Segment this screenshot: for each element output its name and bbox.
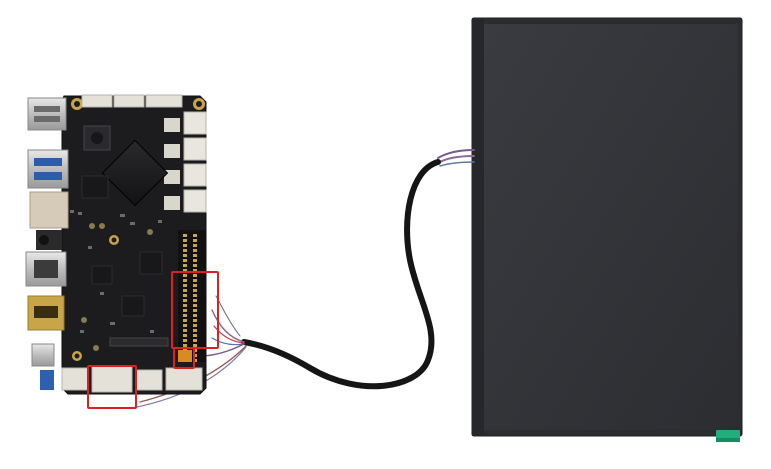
embedded-board <box>25 94 207 395</box>
gpio-pin <box>183 284 187 287</box>
gpio-pin <box>183 274 187 277</box>
gpio-pin <box>193 249 197 252</box>
bottom-connector-1 <box>61 367 89 391</box>
gpio-pin <box>193 339 197 342</box>
cable-wire-b <box>213 325 245 344</box>
soc-chip <box>101 139 169 207</box>
gpio-pin <box>183 269 187 272</box>
gpio-pin <box>193 264 197 267</box>
gpio-pin <box>193 289 197 292</box>
gpio-pin <box>183 329 187 332</box>
gpio-pin <box>183 309 187 312</box>
usb-port-blue <box>27 149 69 189</box>
gpio-pin <box>183 249 187 252</box>
gpio-pin <box>183 259 187 262</box>
gpio-pin <box>183 279 187 282</box>
gpio-pin <box>193 259 197 262</box>
left-ports <box>25 97 69 390</box>
gpio-pin <box>193 344 197 347</box>
cable-wire-a <box>211 309 245 343</box>
display-connector-tab-shade <box>716 438 740 442</box>
cable-ribbon-top-3 <box>439 161 475 167</box>
display-screen <box>484 24 738 430</box>
highlight-bottom-connector <box>87 365 137 409</box>
gpio-pin <box>193 279 197 282</box>
top-connector-2 <box>113 94 145 108</box>
usb-port-top <box>27 97 67 131</box>
highlight-boxes <box>87 271 219 409</box>
gpio-pin <box>193 319 197 322</box>
bottom-connector-3 <box>135 369 163 391</box>
gpio-pin <box>183 254 187 257</box>
gpio-header <box>178 230 206 362</box>
gpio-pin <box>183 304 187 307</box>
orange-connector <box>178 350 192 362</box>
gpio-pins <box>183 234 197 362</box>
ethernet-port <box>29 191 69 229</box>
gpio-pin <box>193 239 197 242</box>
gpio-pin <box>193 254 197 257</box>
gpio-pin <box>193 324 197 327</box>
gpio-pin <box>183 234 187 237</box>
gpio-pin <box>183 324 187 327</box>
memory-chip-1 <box>81 175 109 199</box>
pmic-chip <box>121 295 145 317</box>
gpio-pin <box>183 314 187 317</box>
right-connectors <box>164 111 207 213</box>
gpio-pin <box>193 274 197 277</box>
gpio-pin <box>183 334 187 337</box>
lvds-connector <box>109 337 169 347</box>
gpio-pin <box>183 239 187 242</box>
gpio-pin <box>193 329 197 332</box>
cable-ribbon-top <box>437 149 475 159</box>
gpio-pin <box>193 244 197 247</box>
memory-chip-3 <box>91 265 113 285</box>
highlight-backlight-connector <box>173 347 195 369</box>
gpio-pin <box>193 304 197 307</box>
bottom-connector-2 <box>91 365 133 393</box>
gpio-pin <box>193 234 197 237</box>
gpio-pin <box>193 314 197 317</box>
capacitors <box>81 223 153 351</box>
gpio-pin <box>183 294 187 297</box>
lcd-display-panel <box>471 17 743 442</box>
gpio-pin <box>183 319 187 322</box>
gpio-pin <box>193 309 197 312</box>
gpio-pin <box>183 244 187 247</box>
gpio-pin <box>193 284 197 287</box>
top-connector-1 <box>81 94 113 108</box>
gpio-pin <box>193 334 197 337</box>
gpio-pin <box>183 344 187 347</box>
power-jack <box>31 343 55 367</box>
gpio-pin <box>193 269 197 272</box>
gpio-pin <box>183 299 187 302</box>
display-left-edge <box>472 18 484 436</box>
bottom-connector-4 <box>165 367 203 391</box>
gpio-pin <box>193 294 197 297</box>
memory-chip-2 <box>139 251 163 275</box>
gpio-pin <box>183 289 187 292</box>
cable-wire-g <box>215 295 241 337</box>
top-connector-3 <box>145 94 183 108</box>
gpio-pin <box>193 299 197 302</box>
cable-wire-c <box>211 337 245 346</box>
blue-header <box>40 370 54 390</box>
gpio-pin <box>183 339 187 342</box>
gpio-pin <box>183 264 187 267</box>
smd-components <box>70 210 162 333</box>
cable-main <box>241 159 441 390</box>
highlight-lvds-header <box>171 271 219 349</box>
